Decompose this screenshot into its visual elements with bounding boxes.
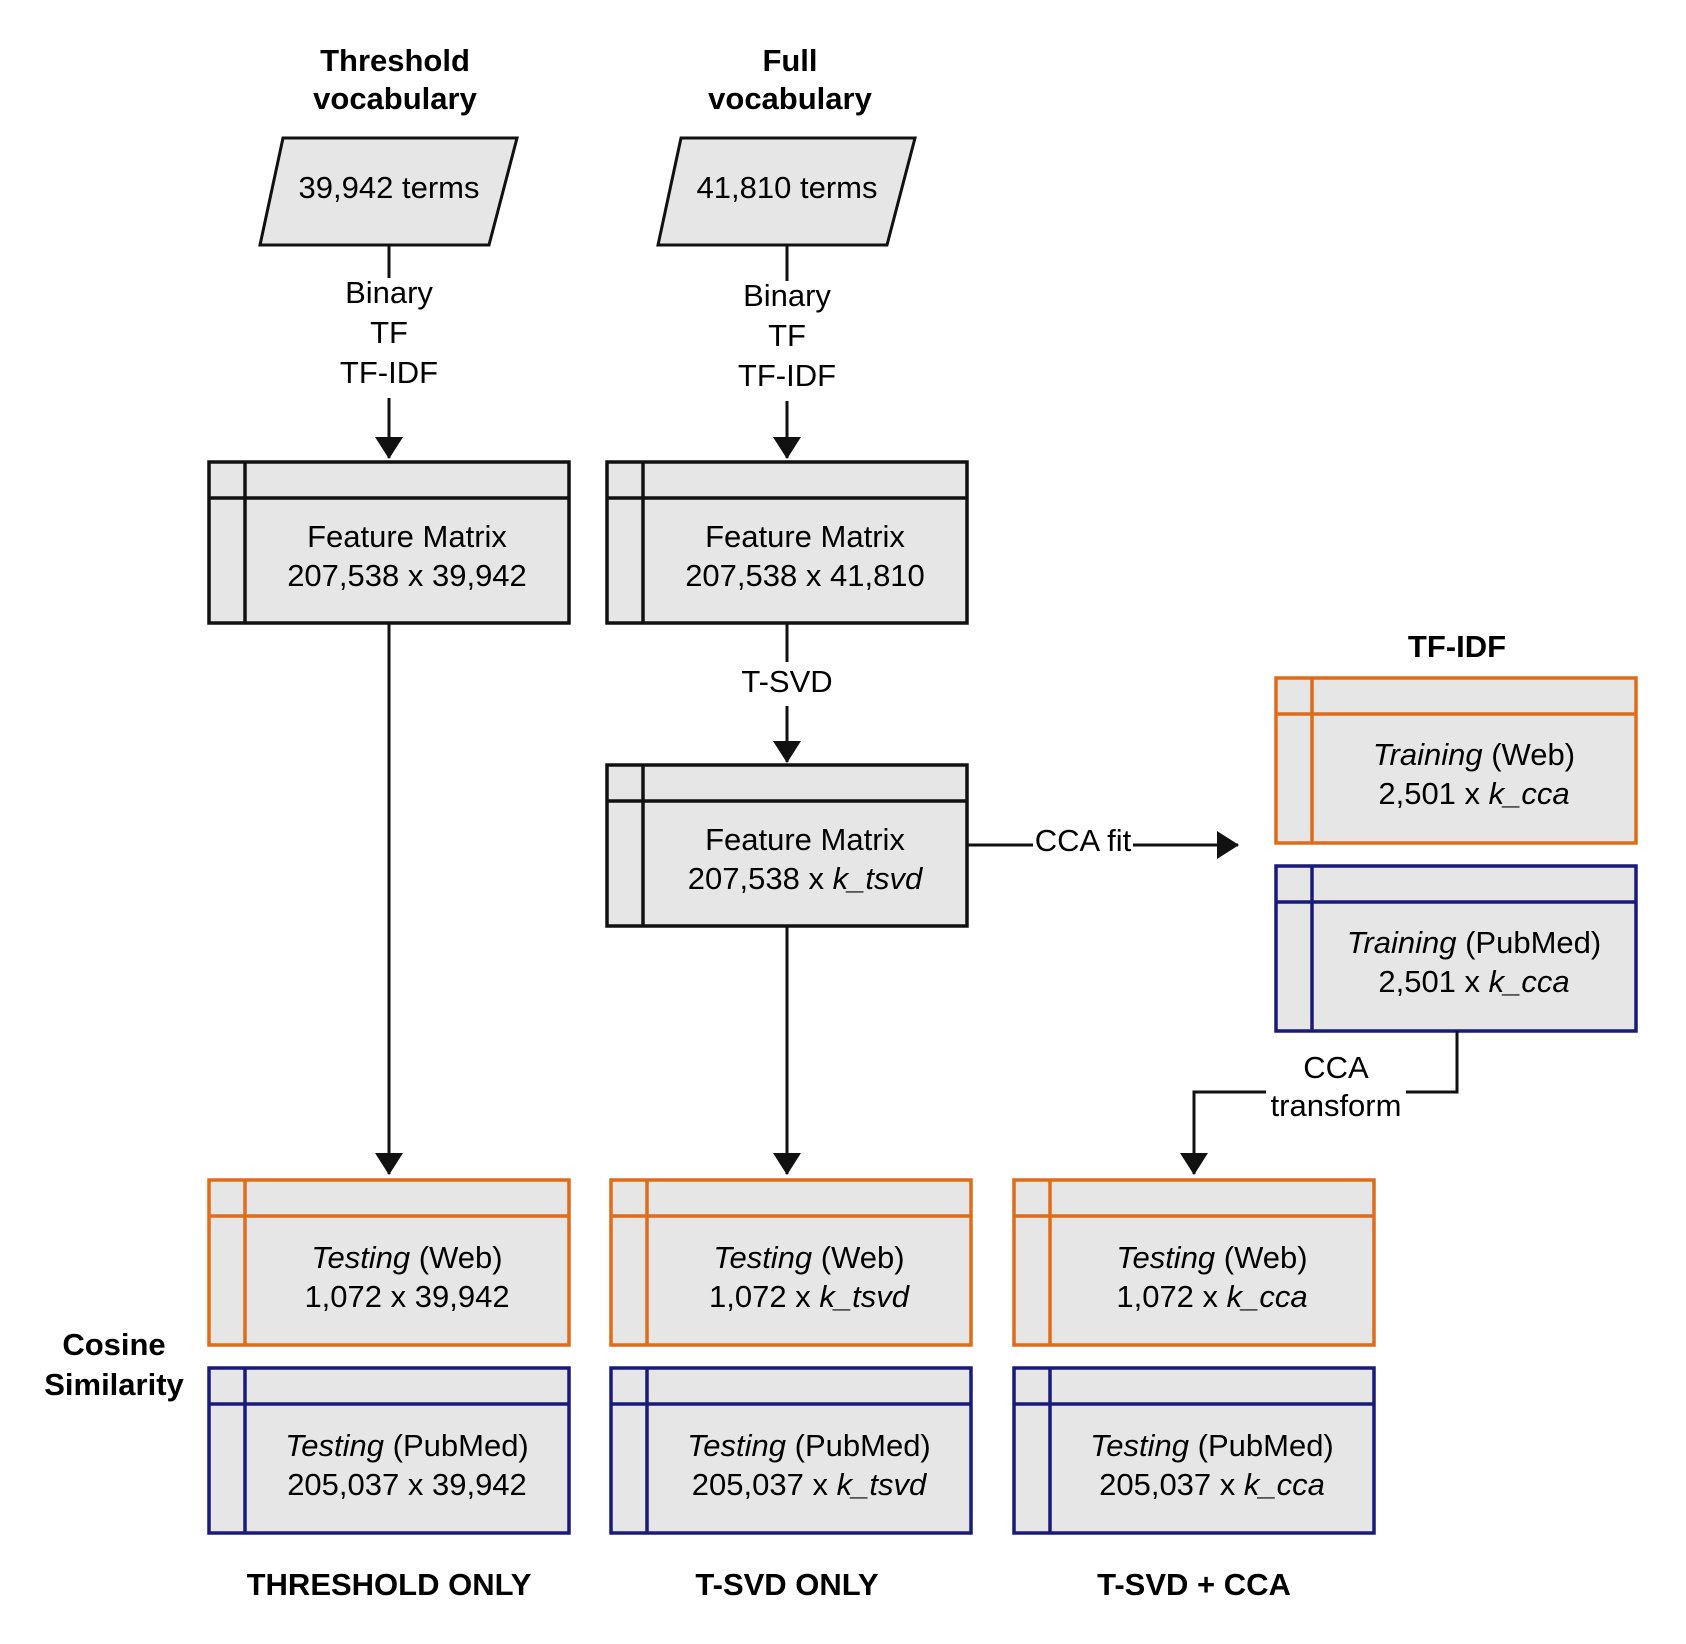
testing-cca-pubmed-title: Testing (PubMed) xyxy=(1090,1428,1334,1463)
testing-tsvd-web-matrix: Testing (Web) 1,072 x k_tsvd xyxy=(609,1178,973,1347)
testing-cca-pubmed-dims: 205,037 x k_cca xyxy=(1099,1467,1325,1502)
threshold-weight-tfidf: TF-IDF xyxy=(340,355,438,390)
footer-tsvd-cca: T-SVD + CCA xyxy=(1097,1567,1291,1602)
testing-threshold-web-dims: 1,072 x 39,942 xyxy=(304,1279,509,1314)
testing-threshold-web-title: Testing (Web) xyxy=(311,1240,502,1275)
threshold-vocab-title-line1: Threshold xyxy=(320,43,470,78)
training-pubmed-matrix: Training (PubMed) 2,501 x k_cca xyxy=(1274,864,1638,1033)
full-matrix-title: Feature Matrix xyxy=(705,519,905,554)
cca-fit-label: CCA fit xyxy=(1035,823,1132,858)
footer-threshold-only: THRESHOLD ONLY xyxy=(247,1567,532,1602)
testing-cca-web-dims: 1,072 x k_cca xyxy=(1116,1279,1307,1314)
full-vocab-title-line1: Full xyxy=(762,43,817,78)
threshold-weight-binary: Binary xyxy=(345,275,433,310)
training-pubmed-title: Training (PubMed) xyxy=(1347,925,1601,960)
cca-transform-label-line2: transform xyxy=(1271,1088,1402,1123)
threshold-matrix-dims: 207,538 x 39,942 xyxy=(287,558,527,593)
tsvd-step-label: T-SVD xyxy=(741,664,832,699)
training-pubmed-dims: 2,501 x k_cca xyxy=(1378,964,1569,999)
full-matrix-dims: 207,538 x 41,810 xyxy=(685,558,925,593)
full-vocab-title-line2: vocabulary xyxy=(708,81,872,116)
threshold-vocab-title-line2: vocabulary xyxy=(313,81,477,116)
tsvd-feature-matrix: Feature Matrix 207,538 x k_tsvd xyxy=(605,763,969,928)
full-weight-tf: TF xyxy=(768,318,806,353)
cosine-similarity-line1: Cosine xyxy=(62,1327,165,1362)
cosine-similarity-line2: Similarity xyxy=(44,1367,184,1402)
testing-cca-web-matrix: Testing (Web) 1,072 x k_cca xyxy=(1012,1178,1376,1347)
full-terms-label: 41,810 terms xyxy=(697,170,878,205)
testing-tsvd-pubmed-title: Testing (PubMed) xyxy=(687,1428,931,1463)
testing-threshold-pubmed-title: Testing (PubMed) xyxy=(285,1428,529,1463)
testing-cca-web-title: Testing (Web) xyxy=(1116,1240,1307,1275)
threshold-matrix-title: Feature Matrix xyxy=(307,519,507,554)
full-weight-tfidf: TF-IDF xyxy=(738,358,836,393)
full-terms-input-shape xyxy=(656,136,917,247)
threshold-terms-input-shape xyxy=(258,136,519,247)
testing-tsvd-pubmed-dims: 205,037 x k_tsvd xyxy=(692,1467,928,1502)
cca-transform-line-right xyxy=(1406,1031,1459,1094)
testing-threshold-pubmed-dims: 205,037 x 39,942 xyxy=(287,1467,527,1502)
threshold-feature-matrix: Feature Matrix 207,538 x 39,942 xyxy=(207,460,571,625)
threshold-terms-label: 39,942 terms xyxy=(299,170,480,205)
testing-tsvd-pubmed-matrix: Testing (PubMed) 205,037 x k_tsvd xyxy=(609,1366,973,1535)
testing-tsvd-web-title: Testing (Web) xyxy=(713,1240,904,1275)
testing-threshold-web-matrix: Testing (Web) 1,072 x 39,942 xyxy=(207,1178,571,1347)
tsvd-matrix-dims: 207,538 x k_tsvd xyxy=(688,861,924,896)
tsvd-matrix-title: Feature Matrix xyxy=(705,822,905,857)
testing-threshold-pubmed-matrix: Testing (PubMed) 205,037 x 39,942 xyxy=(207,1366,571,1535)
footer-tsvd-only: T-SVD ONLY xyxy=(695,1567,878,1602)
full-weight-binary: Binary xyxy=(743,278,831,313)
testing-cca-pubmed-matrix: Testing (PubMed) 205,037 x k_cca xyxy=(1012,1366,1376,1535)
threshold-weight-tf: TF xyxy=(370,315,408,350)
cca-transform-label-line1: CCA xyxy=(1303,1050,1369,1085)
testing-tsvd-web-dims: 1,072 x k_tsvd xyxy=(709,1279,911,1314)
tfidf-training-title: TF-IDF xyxy=(1408,629,1506,664)
full-feature-matrix: Feature Matrix 207,538 x 41,810 xyxy=(605,460,969,625)
training-web-matrix: Training (Web) 2,501 x k_cca xyxy=(1274,676,1638,845)
cca-transform-arrow xyxy=(1180,1090,1266,1175)
training-web-title: Training (Web) xyxy=(1373,737,1575,772)
training-web-dims: 2,501 x k_cca xyxy=(1378,776,1569,811)
